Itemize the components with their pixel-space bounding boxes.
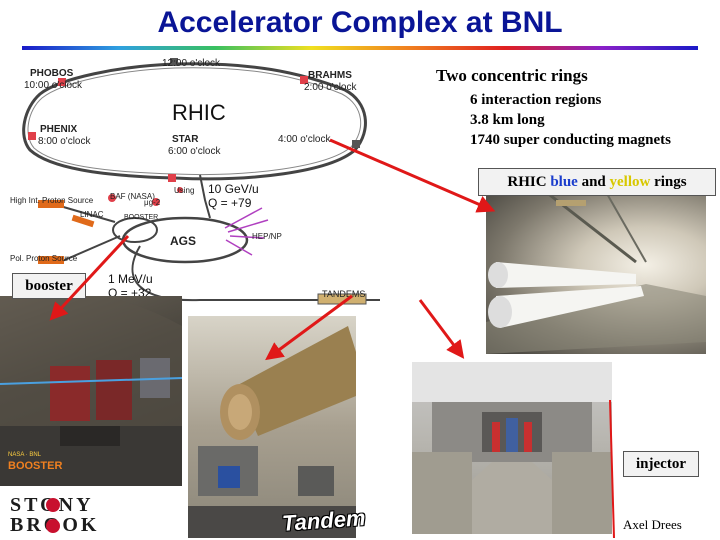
beamline-1 xyxy=(224,207,263,229)
facts-list: 6 interaction regions 3.8 km long 1740 s… xyxy=(470,90,671,150)
star-label: STAR xyxy=(172,134,199,145)
rhic-caption-suffix: rings xyxy=(650,174,687,190)
page-title: Accelerator Complex at BNL xyxy=(157,6,563,39)
energy-bottom-label: 1 MeV/u xyxy=(108,272,153,286)
linac-label: LINAC xyxy=(80,210,104,219)
linac-icon xyxy=(71,214,95,228)
tandem-photo xyxy=(188,316,356,538)
transfer-line xyxy=(199,174,211,219)
rhic-caption-and: and xyxy=(577,174,610,190)
star-marker xyxy=(168,174,176,182)
star-clock-label: 6:00 o'clock xyxy=(168,146,221,157)
hepnp-label: HEP/NP xyxy=(252,232,282,241)
tandems-label: TANDEMS xyxy=(322,289,366,299)
brahms-marker xyxy=(300,76,308,84)
rhic-label: RHIC xyxy=(172,100,226,125)
rhic-caption-blue: blue xyxy=(550,174,578,190)
fact-interaction-regions: 6 interaction regions xyxy=(470,92,602,108)
phenix-label: PHENIX xyxy=(40,124,78,135)
using-label: Using xyxy=(174,186,195,195)
charge-top-label: Q = +79 xyxy=(208,196,252,210)
pol-proton-source-label: Pol. Proton Source xyxy=(10,254,78,263)
clock12-marker xyxy=(170,58,178,66)
logo-emblem-icon xyxy=(46,498,60,533)
baf-marker xyxy=(108,194,116,202)
booster-diagram-label: BOOSTER xyxy=(124,214,159,221)
tandem-line xyxy=(131,245,380,302)
injector-photo xyxy=(412,362,612,534)
phobos-label: PHOBOS xyxy=(30,68,74,79)
booster-photo xyxy=(0,296,182,486)
baf-label: BAF (NASA) xyxy=(110,192,155,201)
energy-top-label: 10 GeV/u xyxy=(208,182,259,196)
linac-line xyxy=(59,205,116,223)
booster-logo: BOOSTER xyxy=(8,460,63,472)
high-int-proton-source-icon xyxy=(38,200,64,208)
phobos-marker xyxy=(58,78,66,86)
clock4-marker xyxy=(352,140,360,148)
injector-caption: injector xyxy=(623,451,699,477)
booster-ring xyxy=(112,217,158,243)
fact-magnets: 1740 super conducting magnets xyxy=(470,132,671,148)
brahms-clock-label: 2:00 o'clock xyxy=(304,82,357,93)
phenix-clock-label: 8:00 o'clock xyxy=(38,136,91,147)
concentric-rings-heading: Two concentric rings xyxy=(436,66,588,85)
beamline-4 xyxy=(225,239,253,256)
brahms-label: BRAHMS xyxy=(308,70,352,81)
phenix-marker xyxy=(28,132,36,140)
rhic-tunnel-photo xyxy=(486,192,706,354)
stony-brook-logo: STONY BROOK xyxy=(6,494,130,538)
high-int-proton-source-label: High Int. Proton Source xyxy=(10,196,94,205)
beamline-3 xyxy=(229,235,265,239)
rhic-caption-prefix: RHIC xyxy=(507,174,551,190)
title-rule xyxy=(22,46,698,50)
beamline-2 xyxy=(227,219,269,233)
booster-caption: booster xyxy=(12,273,86,299)
clock-4-label: 4:00 o'clock xyxy=(278,134,331,145)
fact-length: 3.8 km long xyxy=(470,112,545,128)
g2-marker xyxy=(152,198,160,206)
using-marker xyxy=(177,187,183,193)
rhic-rings-caption: RHIC blue and yellow rings xyxy=(478,168,716,196)
booster-logo-small: NASA · BNL xyxy=(8,452,42,458)
author-credit: Axel Drees xyxy=(620,517,685,533)
ags-label: AGS xyxy=(170,234,197,248)
rhic-caption-yellow: yellow xyxy=(609,174,651,190)
phobos-clock-label: 10:00 o'clock xyxy=(24,80,83,91)
g2-label: μg-2 xyxy=(144,198,161,207)
clock-12-label: 12:00 o'clock xyxy=(162,58,221,69)
